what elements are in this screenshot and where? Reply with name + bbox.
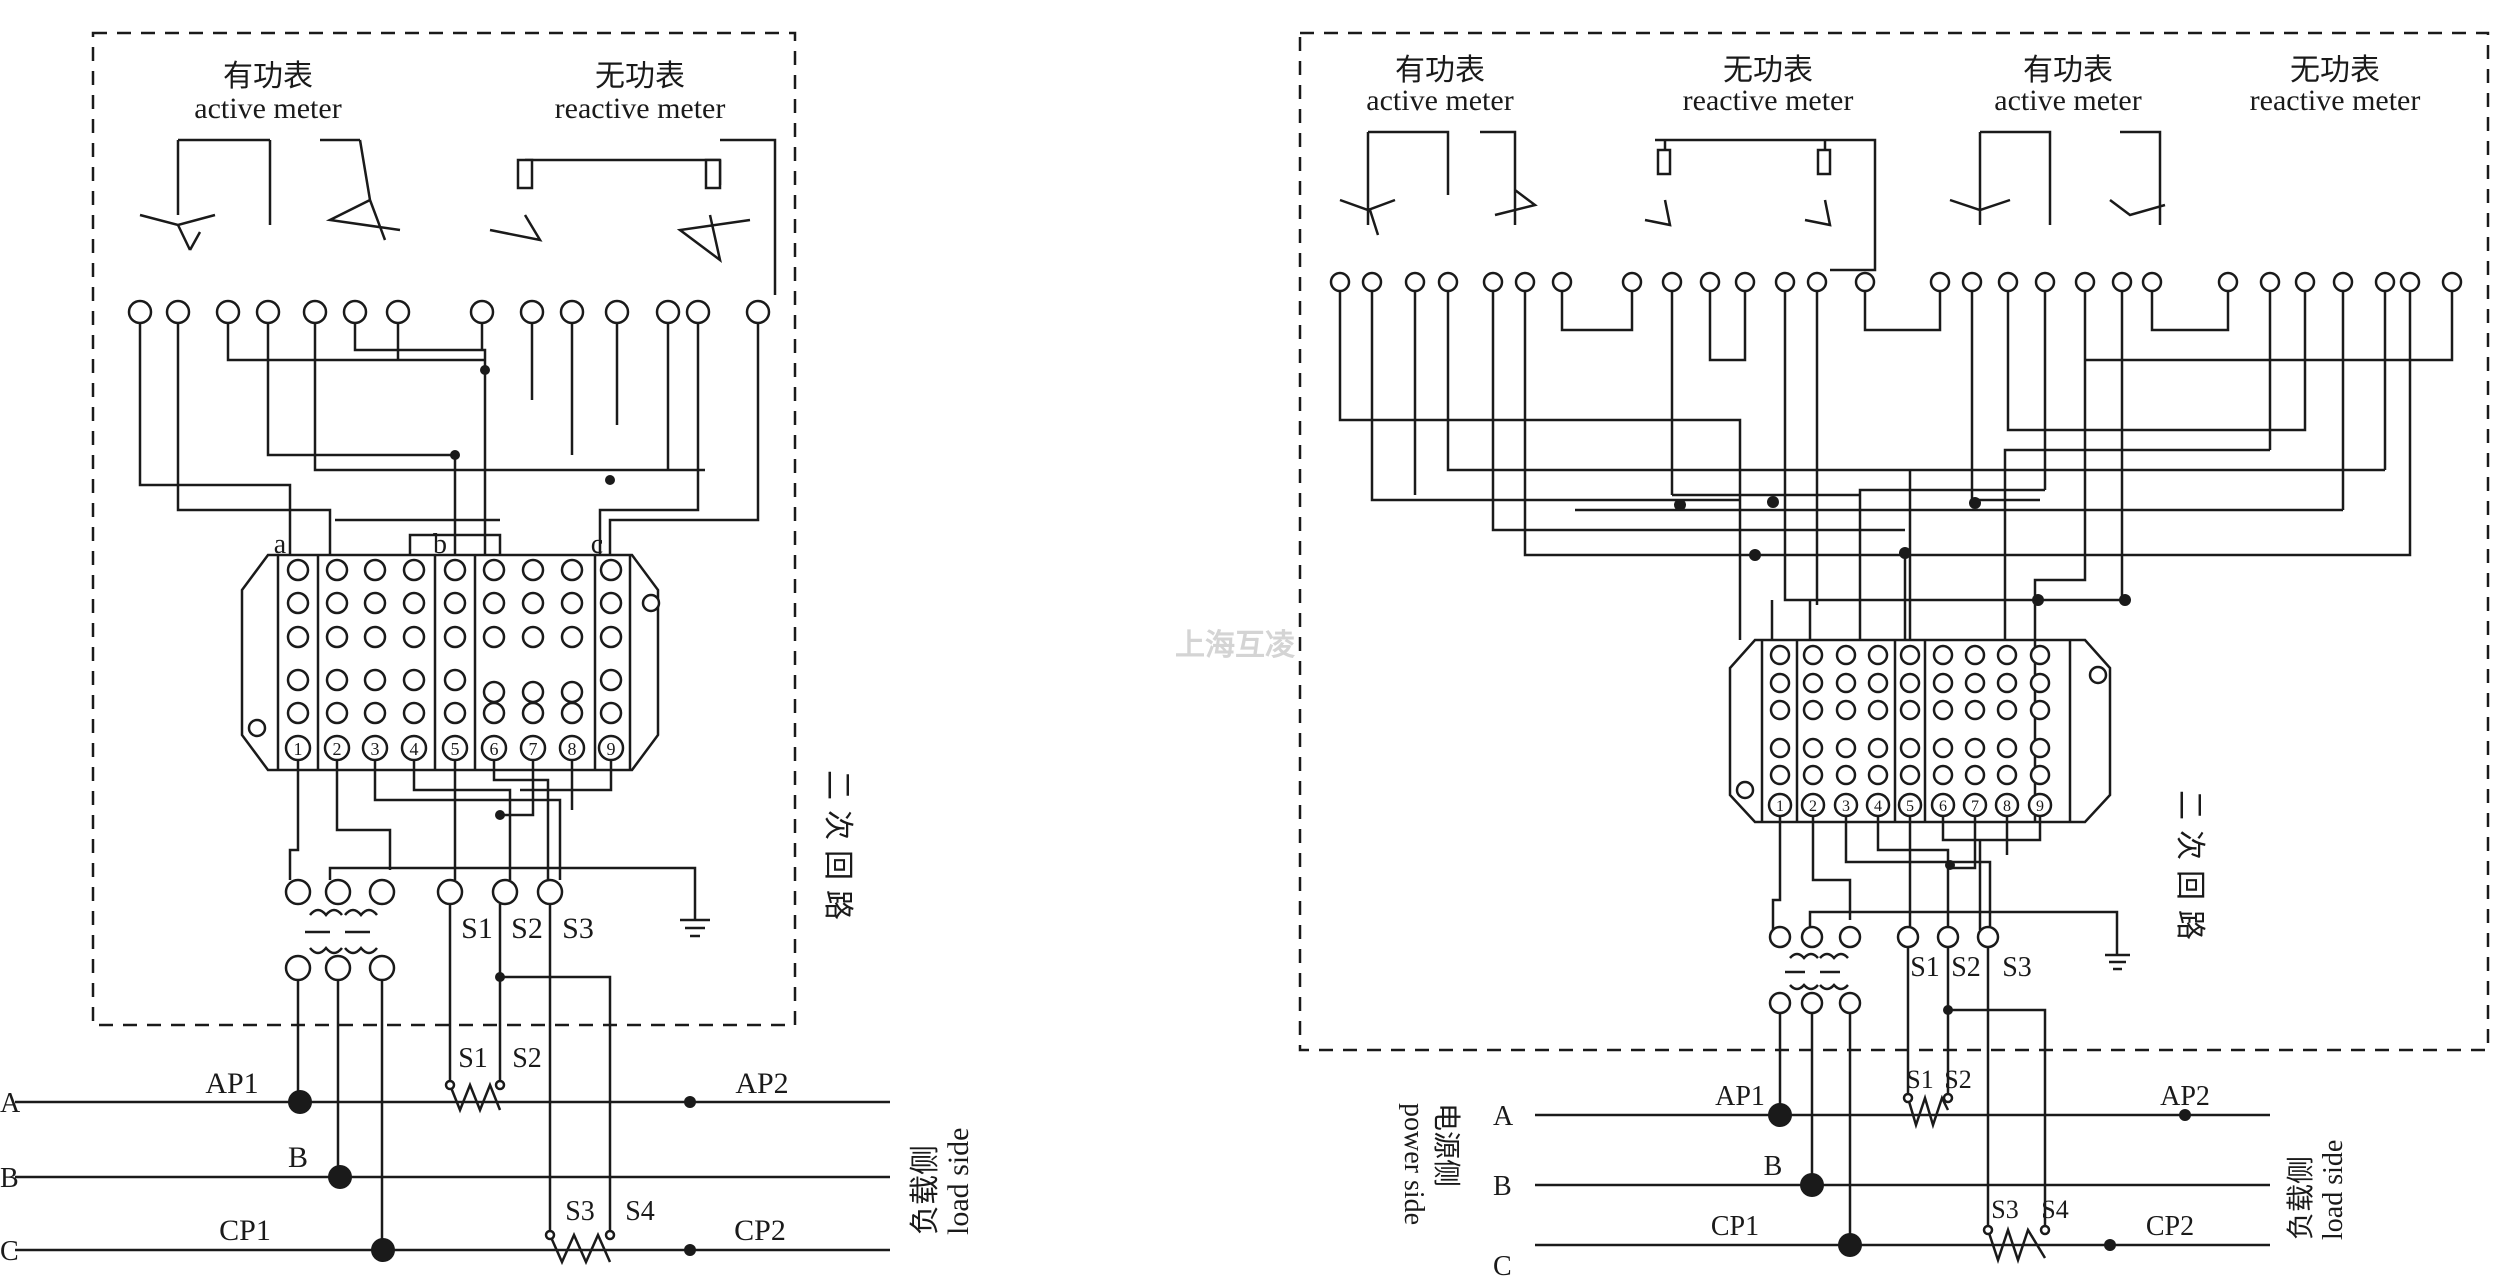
left-b: B (288, 1141, 308, 1174)
right-terminal-block (1728, 638, 2112, 824)
svg-text:3: 3 (1842, 798, 1850, 815)
svg-text:8: 8 (2003, 798, 2011, 815)
right-ct-s4: S4 (2041, 1195, 2068, 1224)
svg-text:5: 5 (451, 739, 460, 759)
left-s2: S2 (511, 912, 543, 945)
right-meter1-cn: 有功表 (1395, 53, 1485, 88)
svg-text:2: 2 (1809, 798, 1817, 815)
left-line-c: C (0, 1236, 19, 1267)
svg-text:8: 8 (568, 739, 577, 759)
left-meter1-en: active meter (194, 92, 341, 125)
left-ap1: AP1 (205, 1067, 258, 1100)
left-secondary-loop-label: 二次回路 (820, 770, 855, 930)
right-tb-numbers: 1 2 3 4 5 6 7 8 9 (1776, 798, 2044, 815)
left-ct-s1: S1 (458, 1043, 488, 1074)
left-transformer (284, 878, 396, 982)
right-meter1-en: active meter (1366, 84, 1513, 117)
left-bus-lines (15, 1100, 890, 1252)
left-load-side-en: load side (942, 1128, 975, 1235)
svg-text:9: 9 (2036, 798, 2044, 815)
right-s1: S1 (1910, 952, 1940, 983)
left-tb-label-a: a (274, 529, 287, 560)
left-s1: S1 (461, 912, 493, 945)
left-cp1: CP1 (219, 1214, 271, 1247)
left-load-side-cn: 负载侧 (908, 1145, 943, 1235)
watermark: 上海互凌 (1175, 628, 1296, 663)
svg-text:7: 7 (1971, 798, 1979, 815)
right-ct-s2: S2 (1944, 1065, 1971, 1094)
left-tb-label-b: b (433, 529, 447, 560)
left-s3: S3 (562, 912, 594, 945)
left-cp2: CP2 (734, 1214, 786, 1247)
left-meter2-cn: 无功表 (595, 59, 685, 94)
left-dashed-boundary (91, 31, 797, 1027)
svg-text:1: 1 (294, 739, 303, 759)
right-meter4-en: reactive meter (2250, 84, 2421, 117)
right-line-a: A (1493, 1101, 1514, 1132)
left-meter-terminals (127, 299, 771, 325)
svg-text:7: 7 (529, 739, 538, 759)
right-bus-lines (1535, 1113, 2270, 1247)
right-power-side-en: power side (1398, 1103, 1429, 1225)
right-b: B (1764, 1151, 1783, 1182)
right-cp1: CP1 (1711, 1211, 1759, 1242)
right-power-side-cn: 电源侧 (1430, 1103, 1463, 1187)
svg-text:3: 3 (371, 739, 380, 759)
left-tb-circles (284, 558, 625, 762)
right-line-b: B (1493, 1171, 1512, 1202)
left-ct-s4: S4 (625, 1196, 655, 1227)
right-diagram: 有功表 active meter 无功表 reactive meter 有功表 … (1298, 31, 2490, 1282)
right-load-side-cn: 负载侧 (2284, 1156, 2317, 1240)
svg-text:4: 4 (1874, 798, 1882, 815)
right-s2: S2 (1951, 952, 1981, 983)
right-secondary-loop-label: 二次回路 (2172, 790, 2207, 950)
right-meter2-cn: 无功表 (1723, 53, 1813, 88)
right-ct-s1: S1 (1906, 1065, 1933, 1094)
right-load-side-en: load side (2318, 1140, 2349, 1240)
right-meter4-cn: 无功表 (2290, 53, 2380, 88)
right-meter-terminals (1329, 271, 2463, 293)
right-dashed-boundary (1298, 31, 2490, 1052)
left-meter2-en: reactive meter (555, 92, 726, 125)
right-meter3-en: active meter (1994, 84, 2141, 117)
svg-text:9: 9 (607, 739, 616, 759)
svg-text:4: 4 (410, 739, 419, 759)
left-diagram: 有功表 active meter 无功表 reactive meter (0, 31, 975, 1267)
right-ct-s3: S3 (1991, 1195, 2018, 1224)
left-meter1-cn: 有功表 (223, 59, 313, 94)
svg-text:2: 2 (333, 739, 342, 759)
right-s-terminals (1896, 925, 2000, 949)
left-ct-s2: S2 (512, 1043, 542, 1074)
right-ap2: AP2 (2160, 1081, 2210, 1112)
right-cp2: CP2 (2146, 1211, 2194, 1242)
svg-text:5: 5 (1906, 798, 1914, 815)
right-transformer (1768, 925, 1862, 1015)
left-tb-numbers: 1 2 3 4 5 6 7 8 9 (294, 739, 616, 759)
right-s3: S3 (2002, 952, 2032, 983)
right-tb-circles (1767, 644, 2053, 818)
right-line-c: C (1493, 1251, 1512, 1282)
left-ct-s3: S3 (565, 1196, 595, 1227)
left-line-b: B (0, 1163, 19, 1194)
svg-text:6: 6 (1939, 798, 1947, 815)
right-meter3-cn: 有功表 (2023, 53, 2113, 88)
left-s-terminals (436, 878, 564, 906)
svg-text:6: 6 (490, 739, 499, 759)
left-line-a: A (0, 1088, 21, 1119)
left-ap2: AP2 (735, 1067, 788, 1100)
right-ap1: AP1 (1715, 1081, 1765, 1112)
svg-text:1: 1 (1776, 798, 1784, 815)
left-tb-label-c: c (591, 529, 603, 560)
right-meter2-en: reactive meter (1683, 84, 1854, 117)
left-terminal-block (240, 553, 661, 772)
